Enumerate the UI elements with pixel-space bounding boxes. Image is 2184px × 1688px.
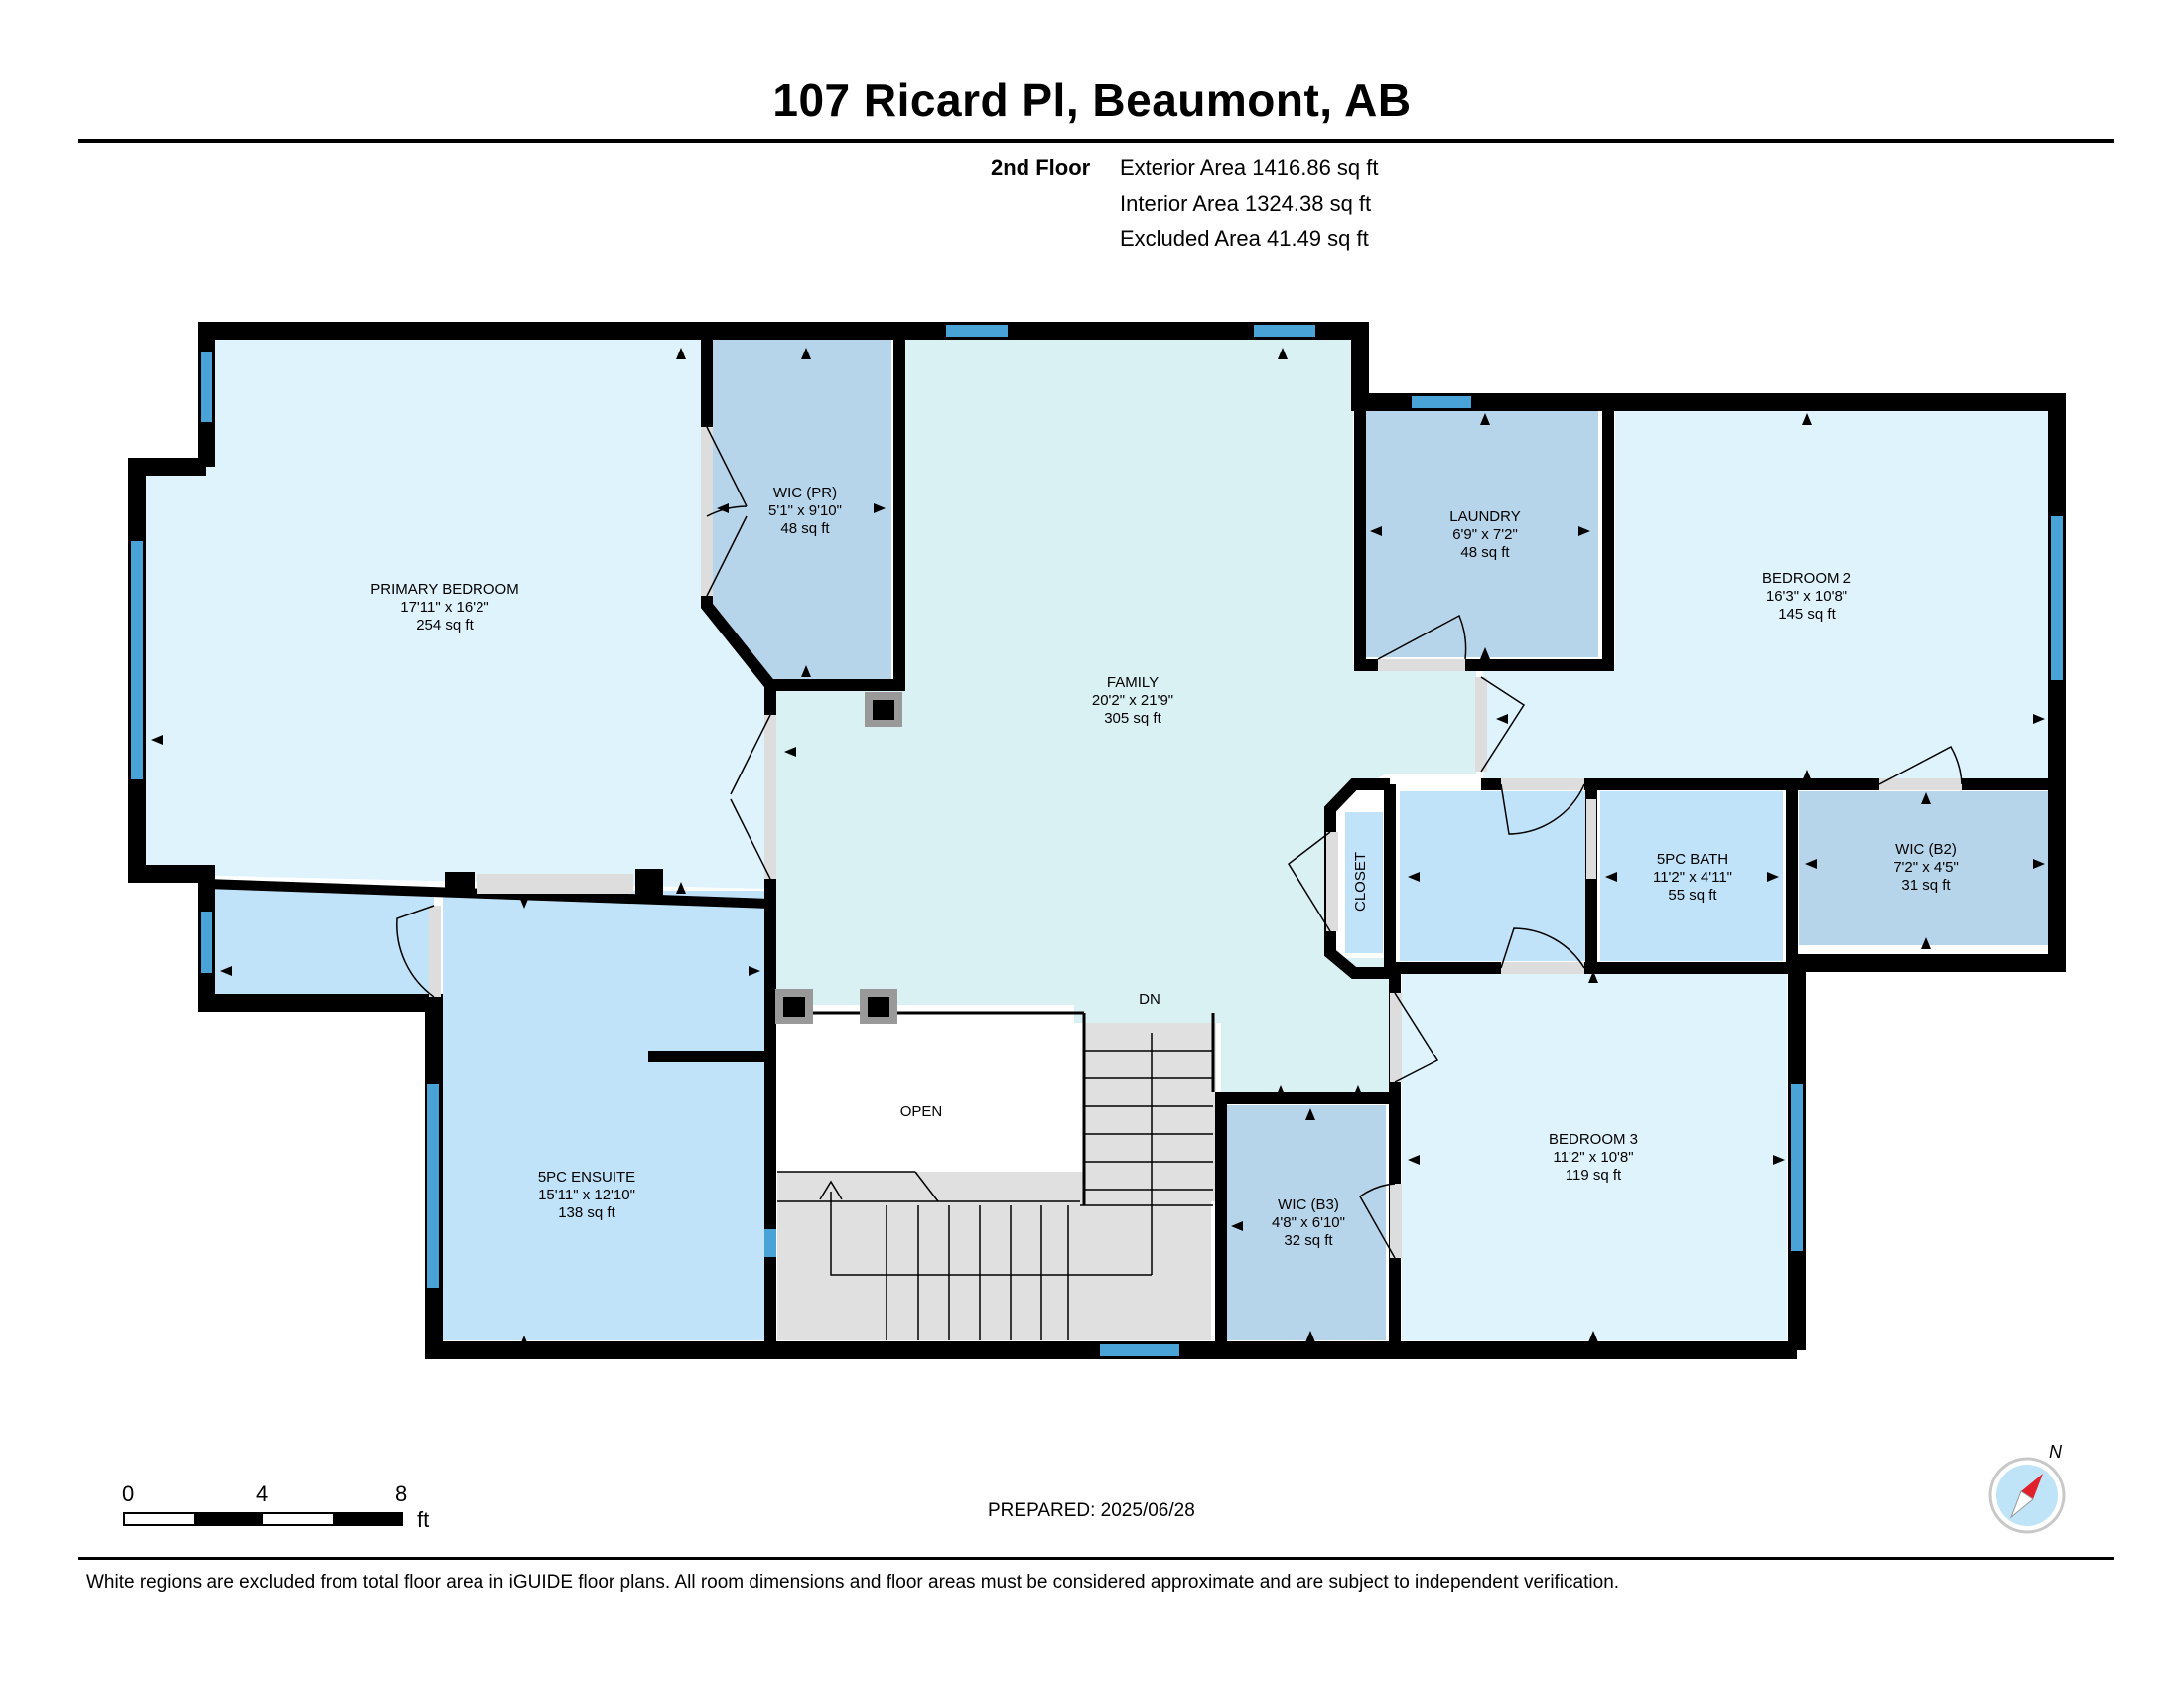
- footer-disclaimer: White regions are excluded from total fl…: [86, 1572, 1620, 1593]
- bath-5pc-area: [1600, 791, 1783, 961]
- wic-pr-area-label: 48 sq ft: [780, 520, 830, 537]
- wic-b3-dims: 4'8" x 6'10": [1272, 1214, 1345, 1231]
- ensuite-name: 5PC ENSUITE: [538, 1169, 635, 1186]
- small-closet-area: [213, 889, 434, 996]
- door-swings: [396, 426, 1963, 1259]
- bedroom-3-area-label: 119 sq ft: [1566, 1167, 1622, 1184]
- laundry-name: LAUNDRY: [1449, 508, 1520, 525]
- wic-b3-area: [1227, 1105, 1386, 1340]
- closet-area: [1345, 812, 1383, 953]
- dn-label: DN: [1139, 991, 1160, 1008]
- bedroom-3-area: [1402, 973, 1787, 1340]
- primary-bedroom-name: PRIMARY BEDROOM: [370, 581, 518, 598]
- wic-pr-area: [713, 337, 891, 685]
- bath-5pc-area-label: 55 sq ft: [1668, 887, 1717, 904]
- laundry-dims: 6'9" x 7'2": [1452, 526, 1518, 543]
- plan-title: 107 Ricard Pl, Beaumont, AB: [772, 74, 1412, 126]
- wic-b2-area-label: 31 sq ft: [1901, 877, 1951, 894]
- footer-rule: [78, 1557, 2114, 1560]
- interior-area: Interior Area 1324.38 sq ft: [1120, 191, 1372, 215]
- closet-name: CLOSET: [1352, 852, 1369, 912]
- floor-label: 2nd Floor: [991, 155, 1091, 180]
- ensuite-dims: 15'11" x 12'10": [538, 1187, 635, 1203]
- wic-pr-dims: 5'1" x 9'10": [768, 502, 842, 519]
- hall-bath-area: [1400, 791, 1588, 961]
- wic-b2-area: [1799, 791, 2051, 945]
- bedroom-3-name: BEDROOM 3: [1549, 1131, 1638, 1148]
- scale-unit: ft: [417, 1507, 430, 1532]
- dimension-arrows: [151, 348, 2045, 1347]
- scale-zero: 0: [122, 1481, 135, 1506]
- room-labels: PRIMARY BEDROOM 17'11" x 16'2" 254 sq ft…: [370, 485, 1959, 1249]
- bedroom-2-dims: 16'3" x 10'8": [1766, 588, 1847, 605]
- ensuite-area: [443, 891, 764, 1340]
- exterior-area: Exterior Area 1416.86 sq ft: [1120, 155, 1379, 180]
- wic-b3-area-label: 32 sq ft: [1284, 1232, 1333, 1249]
- scale-eight: 8: [395, 1481, 408, 1506]
- scale-four: 4: [256, 1481, 269, 1506]
- wic-b2-dims: 7'2" x 4'5": [1893, 859, 1959, 876]
- excluded-area: Excluded Area 41.49 sq ft: [1120, 226, 1369, 251]
- family-area: [772, 337, 1476, 1092]
- family-name: FAMILY: [1107, 674, 1159, 691]
- wic-pr-name: WIC (PR): [773, 485, 837, 501]
- compass-north-label: N: [2049, 1442, 2063, 1462]
- wic-b2-name: WIC (B2): [1895, 841, 1957, 858]
- open-area: [777, 1023, 1080, 1205]
- family-dims: 20'2" x 21'9": [1092, 692, 1173, 709]
- bath-5pc-dims: 11'2" x 4'11": [1653, 869, 1732, 886]
- stair-upper-area: [1084, 1023, 1216, 1201]
- compass-icon: N: [1985, 1438, 2075, 1542]
- primary-bedroom-dims: 17'11" x 16'2": [400, 599, 489, 616]
- primary-bedroom-area-label: 254 sq ft: [416, 617, 474, 633]
- prepared-date: PREPARED: 2025/06/28: [988, 1500, 1195, 1521]
- header-rule: [78, 139, 2114, 143]
- bedroom-2-name: BEDROOM 2: [1762, 570, 1851, 587]
- open-name: OPEN: [900, 1103, 943, 1120]
- wall-posts: [445, 692, 902, 1024]
- door-openings: [429, 427, 1962, 1258]
- bedroom-3-dims: 11'2" x 10'8": [1553, 1149, 1633, 1166]
- primary-bedroom-area: [139, 337, 766, 889]
- ensuite-area-label: 138 sq ft: [558, 1204, 615, 1221]
- bedroom-2-area: [1483, 410, 2051, 779]
- family-area-label: 305 sq ft: [1104, 710, 1161, 727]
- bedroom-2-area-label: 145 sq ft: [1778, 606, 1836, 623]
- windows: [131, 325, 2063, 1356]
- scale-bar: [123, 1512, 403, 1526]
- stair-treads: [777, 1033, 1213, 1340]
- laundry-area-label: 48 sq ft: [1460, 544, 1510, 561]
- laundry-area: [1363, 410, 1598, 657]
- bath-5pc-name: 5PC BATH: [1657, 851, 1728, 868]
- wic-b3-name: WIC (B3): [1278, 1196, 1339, 1213]
